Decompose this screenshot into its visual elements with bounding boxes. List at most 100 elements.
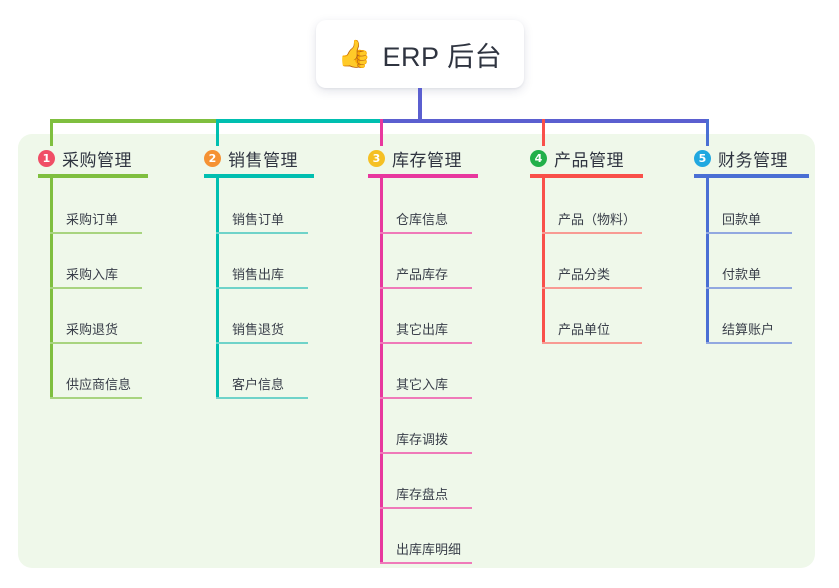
leaf-underline bbox=[380, 397, 472, 399]
leaf-underline bbox=[216, 342, 308, 344]
branch-title: 产品管理 bbox=[554, 150, 624, 170]
branch-column-销售管理: 2 销售管理销售订单销售出库销售退货客户信息 bbox=[202, 146, 314, 399]
leaf-label: 其它入库 bbox=[396, 377, 449, 392]
thumbs-up-icon: 👍 bbox=[337, 38, 372, 70]
branch-number-badge: 2 bbox=[204, 149, 221, 167]
branch-spine bbox=[542, 176, 545, 344]
root-stem-connector bbox=[418, 88, 422, 123]
leaf-node[interactable]: 库存盘点 bbox=[380, 481, 472, 509]
branch-column-采购管理: 1 采购管理采购订单采购入库采购退货供应商信息 bbox=[36, 146, 148, 399]
leaf-label: 采购退货 bbox=[66, 322, 119, 337]
branch-number-badge: 3 bbox=[368, 149, 385, 167]
leaf-node[interactable]: 采购订单 bbox=[50, 206, 142, 234]
branch-header-rule bbox=[38, 174, 148, 178]
leaf-underline bbox=[50, 397, 142, 399]
branch-header[interactable]: 5 财务管理 bbox=[692, 146, 788, 170]
root-node-label: ERP 后台 bbox=[382, 41, 503, 72]
branch-column-财务管理: 5 财务管理回款单付款单结算账户 bbox=[692, 146, 809, 344]
leaf-label: 产品单位 bbox=[558, 322, 611, 337]
leaf-label: 出库库明细 bbox=[396, 542, 462, 557]
branch-title: 财务管理 bbox=[718, 150, 788, 170]
leaf-underline bbox=[380, 232, 472, 234]
branch-header[interactable]: 4 产品管理 bbox=[528, 146, 624, 170]
leaf-node[interactable]: 客户信息 bbox=[216, 371, 308, 399]
leaf-label: 供应商信息 bbox=[66, 377, 132, 392]
bus-connector-segment bbox=[542, 119, 709, 123]
leaf-label: 付款单 bbox=[722, 267, 762, 282]
leaf-underline bbox=[542, 287, 642, 289]
leaf-underline bbox=[706, 232, 792, 234]
leaf-label: 其它出库 bbox=[396, 322, 449, 337]
leaf-node[interactable]: 采购入库 bbox=[50, 261, 142, 289]
branch-spine bbox=[706, 176, 709, 344]
leaf-underline bbox=[706, 287, 792, 289]
leaf-label: 产品（物料） bbox=[558, 212, 637, 227]
column-drop-connector bbox=[542, 119, 545, 146]
diagram-panel bbox=[18, 134, 815, 568]
leaf-node[interactable]: 采购退货 bbox=[50, 316, 142, 344]
leaf-node[interactable]: 销售退货 bbox=[216, 316, 308, 344]
leaf-node[interactable]: 销售订单 bbox=[216, 206, 308, 234]
leaf-underline bbox=[380, 562, 472, 564]
column-drop-connector bbox=[380, 119, 383, 146]
leaf-node[interactable]: 回款单 bbox=[706, 206, 792, 234]
branch-number-badge: 1 bbox=[38, 149, 55, 167]
bus-connector-segment bbox=[216, 119, 383, 123]
leaf-underline bbox=[216, 287, 308, 289]
leaf-underline bbox=[380, 342, 472, 344]
leaf-node[interactable]: 供应商信息 bbox=[50, 371, 142, 399]
leaf-node[interactable]: 其它出库 bbox=[380, 316, 472, 344]
leaf-label: 采购订单 bbox=[66, 212, 119, 227]
leaf-underline bbox=[216, 232, 308, 234]
branch-header-rule bbox=[530, 174, 643, 178]
leaf-underline bbox=[542, 232, 642, 234]
leaf-node[interactable]: 销售出库 bbox=[216, 261, 308, 289]
branch-header-rule bbox=[694, 174, 809, 178]
bus-connector-segment bbox=[380, 119, 545, 123]
bus-connector-segment bbox=[50, 119, 219, 123]
leaf-node[interactable]: 产品分类 bbox=[542, 261, 642, 289]
leaf-label: 产品分类 bbox=[558, 267, 611, 282]
leaf-node[interactable]: 结算账户 bbox=[706, 316, 792, 344]
leaf-label: 库存调拨 bbox=[396, 432, 449, 447]
leaf-underline bbox=[380, 287, 472, 289]
leaf-label: 产品库存 bbox=[396, 267, 449, 282]
branch-spine bbox=[380, 176, 383, 564]
branch-header-rule bbox=[204, 174, 314, 178]
leaf-node[interactable]: 产品单位 bbox=[542, 316, 642, 344]
leaf-label: 结算账户 bbox=[722, 322, 775, 337]
branch-header[interactable]: 2 销售管理 bbox=[202, 146, 298, 170]
column-drop-connector bbox=[706, 119, 709, 146]
leaf-label: 销售订单 bbox=[232, 212, 285, 227]
leaf-node[interactable]: 出库库明细 bbox=[380, 536, 472, 564]
branch-header[interactable]: 1 采购管理 bbox=[36, 146, 132, 170]
leaf-underline bbox=[380, 507, 472, 509]
leaf-node[interactable]: 其它入库 bbox=[380, 371, 472, 399]
leaf-underline bbox=[542, 342, 642, 344]
column-drop-connector bbox=[216, 119, 219, 146]
leaf-underline bbox=[380, 452, 472, 454]
branch-title: 销售管理 bbox=[228, 150, 298, 170]
branch-number-badge: 5 bbox=[694, 149, 711, 167]
leaf-node[interactable]: 产品库存 bbox=[380, 261, 472, 289]
column-drop-connector bbox=[50, 119, 53, 146]
leaf-node[interactable]: 仓库信息 bbox=[380, 206, 472, 234]
branch-header-rule bbox=[368, 174, 478, 178]
leaf-underline bbox=[50, 342, 142, 344]
leaf-node[interactable]: 库存调拨 bbox=[380, 426, 472, 454]
leaf-underline bbox=[50, 287, 142, 289]
leaf-label: 仓库信息 bbox=[396, 212, 449, 227]
leaf-underline bbox=[706, 342, 792, 344]
branch-title: 采购管理 bbox=[62, 150, 132, 170]
leaf-label: 回款单 bbox=[722, 212, 762, 227]
root-node[interactable]: 👍 ERP 后台 bbox=[316, 20, 524, 88]
leaf-label: 采购入库 bbox=[66, 267, 119, 282]
branch-number-badge: 4 bbox=[530, 149, 547, 167]
leaf-node[interactable]: 产品（物料） bbox=[542, 206, 642, 234]
branch-column-产品管理: 4 产品管理产品（物料） 产品分类产品单位 bbox=[528, 146, 643, 344]
leaf-underline bbox=[50, 232, 142, 234]
leaf-node[interactable]: 付款单 bbox=[706, 261, 792, 289]
leaf-label: 客户信息 bbox=[232, 377, 285, 392]
